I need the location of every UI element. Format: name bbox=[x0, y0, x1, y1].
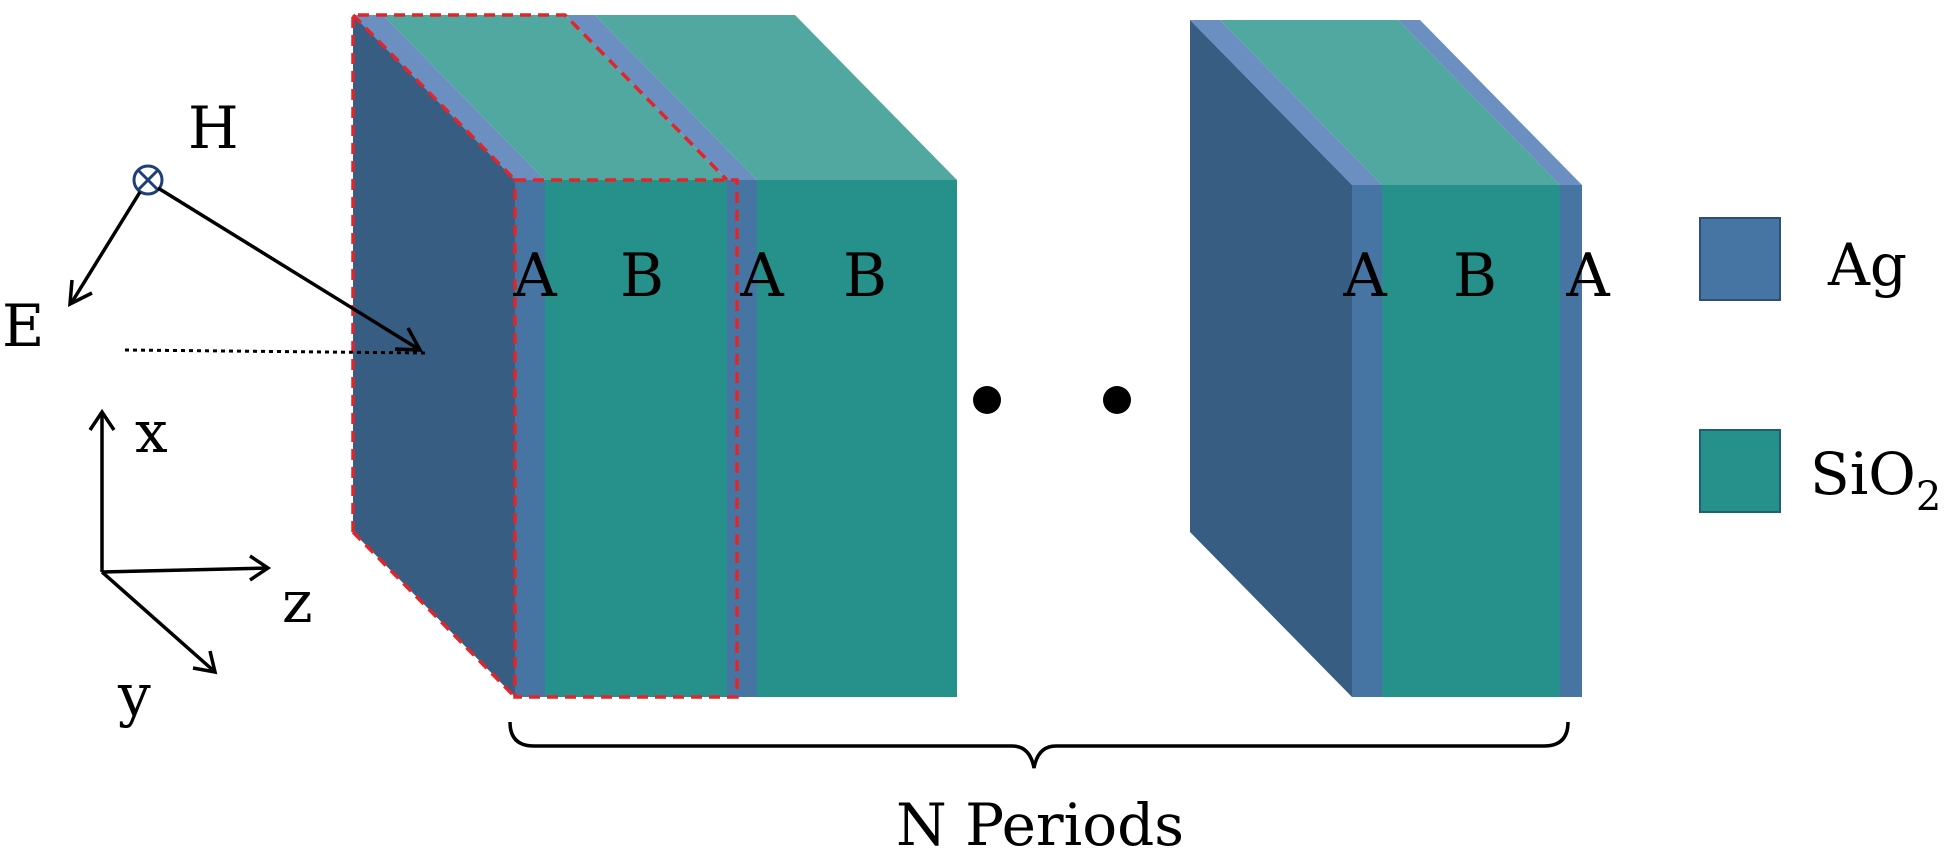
layer-label: B bbox=[843, 241, 887, 311]
legend-label-sio2: SiO2 bbox=[1810, 440, 1941, 520]
x-axis-arrowhead bbox=[88, 408, 116, 431]
top-face-silver-3 bbox=[1190, 20, 1382, 185]
z-axis-label: z bbox=[282, 568, 313, 636]
h-field-label: H bbox=[188, 94, 239, 162]
legend-swatch-ag bbox=[1699, 217, 1781, 301]
side-face-silver-2 bbox=[1190, 20, 1352, 697]
top-face-silver-1 bbox=[353, 15, 545, 180]
layer-label: B bbox=[620, 241, 664, 311]
top-face-oxide-3 bbox=[1220, 20, 1560, 185]
y-axis-label: y bbox=[117, 661, 151, 729]
coordinate-axes bbox=[88, 408, 272, 675]
front-layer-a-3 bbox=[1352, 185, 1382, 697]
front-layer-b-3 bbox=[1382, 185, 1560, 697]
unit-cell-outline bbox=[351, 13, 739, 699]
layer-label: A bbox=[512, 241, 557, 311]
e-field-arrow bbox=[70, 191, 142, 303]
z-axis-arrowhead bbox=[249, 554, 272, 582]
k-vector-arrowhead bbox=[394, 327, 424, 352]
legend-label-sio2-base: SiO bbox=[1810, 440, 1916, 508]
legend-label-sio2-subscript: 2 bbox=[1916, 474, 1941, 520]
front-layer-a-2 bbox=[727, 180, 757, 697]
front-layer-b-2 bbox=[757, 180, 957, 697]
layer-label: B bbox=[1453, 241, 1497, 311]
legend: Ag SiO2 bbox=[1699, 217, 1941, 520]
h-field-into-page-icon bbox=[132, 164, 164, 196]
top-face-silver-2 bbox=[565, 15, 757, 180]
e-field-label: E bbox=[2, 292, 44, 360]
front-layer-a-4 bbox=[1560, 185, 1582, 697]
top-face-oxide-2 bbox=[595, 15, 957, 180]
incident-wave: H E bbox=[2, 94, 426, 360]
x-axis-label: x bbox=[135, 398, 168, 466]
layer-label: A bbox=[1342, 241, 1387, 311]
front-layer-a-1 bbox=[515, 180, 545, 697]
top-face-oxide-1 bbox=[383, 15, 727, 180]
side-face-silver bbox=[353, 15, 515, 697]
front-layer-b-1 bbox=[545, 180, 727, 697]
period-brace bbox=[508, 721, 1570, 769]
legend-label-ag: Ag bbox=[1827, 231, 1907, 299]
layer-label: A bbox=[739, 241, 784, 311]
legend-swatch-sio2 bbox=[1699, 429, 1781, 513]
layer-label: A bbox=[1565, 241, 1610, 311]
multilayer-block-1: A B A B bbox=[351, 13, 957, 699]
top-face-silver-4 bbox=[1398, 20, 1582, 185]
z-axis-line bbox=[101, 566, 269, 574]
y-axis-line bbox=[100, 570, 217, 674]
surface-normal-dotted bbox=[124, 348, 426, 355]
n-periods-caption: N Periods bbox=[896, 791, 1184, 859]
y-axis-arrowhead bbox=[192, 650, 218, 675]
e-field-arrowhead bbox=[67, 279, 93, 307]
k-vector-arrow bbox=[157, 186, 421, 352]
multilayer-block-2: A B A bbox=[1190, 20, 1610, 697]
